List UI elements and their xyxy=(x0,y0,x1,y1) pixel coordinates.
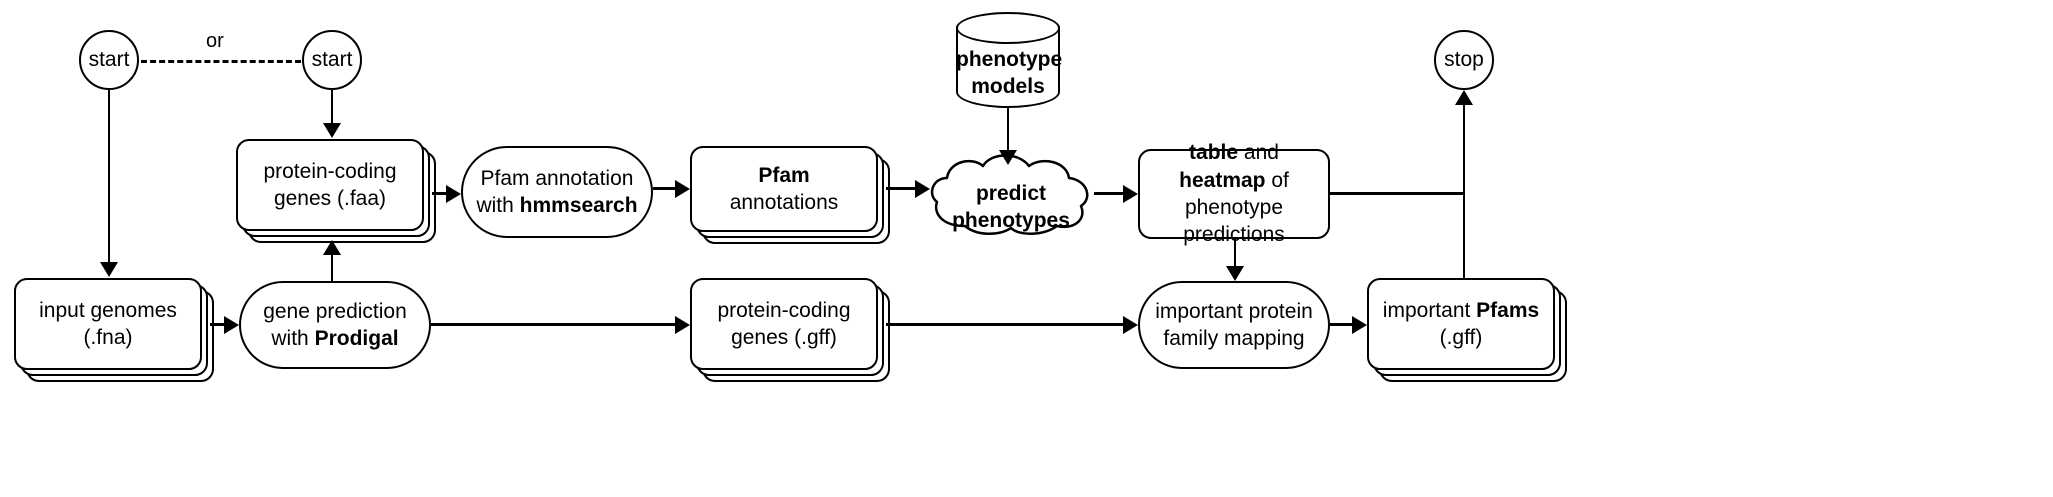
important-pfams-pre: important xyxy=(1382,298,1477,322)
predict-phenotypes-cloud[interactable]: predict phenotypes xyxy=(923,148,1099,238)
stack-layer-front: protein-coding genes (.gff) xyxy=(690,278,878,370)
stack-layer-front: protein-coding genes (.faa) xyxy=(236,139,424,231)
arrowhead-pfam-annotation-to-pfam-annotations xyxy=(675,180,690,198)
phenotype-models-label: phenotype models xyxy=(956,48,1063,99)
protein-faa-line1: protein-coding xyxy=(263,159,397,183)
stack-layer-front: Pfam annotations xyxy=(690,146,878,232)
arrowhead-gene-prediction-to-protein-faa xyxy=(323,240,341,255)
edge-predict-to-table-heatmap xyxy=(1094,192,1123,195)
edge-pfam-annotations-to-predict xyxy=(886,187,915,190)
edge-table-heatmap-to-family-mapping xyxy=(1233,239,1236,266)
edge-input-genomes-to-gene-prediction xyxy=(210,323,224,326)
pfam-annotations-bold: Pfam xyxy=(758,163,810,187)
pfam-annotations-node[interactable]: Pfam annotations xyxy=(690,146,890,244)
input-genomes-line2: (.fna) xyxy=(83,326,133,349)
pfam-annotation-line2-pre: with xyxy=(476,194,520,217)
table-bold: table xyxy=(1189,141,1239,165)
gene-prediction-line2-pre: with xyxy=(271,327,315,350)
predict-phenotypes-label: predict phenotypes xyxy=(952,182,1070,233)
arrowhead-family-mapping-to-important-pfams xyxy=(1352,316,1367,334)
edge-pfam-annotation-to-pfam-annotations xyxy=(653,187,675,190)
protein-faa-line2: genes (.faa) xyxy=(273,187,387,210)
important-pfams-line2: (.gff) xyxy=(1439,326,1483,349)
family-mapping-line1: important protein xyxy=(1155,299,1313,323)
edge-important-pfams-to-stop xyxy=(1462,105,1465,278)
gene-prediction-process[interactable]: gene prediction with Prodigal xyxy=(239,281,431,369)
family-mapping-process[interactable]: important protein family mapping xyxy=(1138,281,1330,369)
stack-layer-front: important Pfams (.gff) xyxy=(1367,278,1555,370)
arrowhead-phenotype-models-to-predict xyxy=(999,150,1017,165)
family-mapping-line2: family mapping xyxy=(1163,327,1305,350)
pfam-annotation-process[interactable]: Pfam annotation with hmmsearch xyxy=(461,146,653,238)
arrowhead-pfam-annotations-to-predict xyxy=(915,180,930,198)
edge-phenotype-models-to-predict xyxy=(1006,108,1009,150)
arrowhead-predict-to-table-heatmap xyxy=(1123,185,1138,203)
protein-gff-line2: genes (.gff) xyxy=(731,326,837,349)
heatmap-bold: heatmap xyxy=(1179,168,1266,192)
edge-start-left-to-input-genomes xyxy=(107,90,110,262)
table-heatmap-node[interactable]: table and heatmap of phenotype predictio… xyxy=(1138,141,1330,246)
or-edge-label: or xyxy=(200,30,230,53)
important-pfams-node[interactable]: important Pfams (.gff) xyxy=(1367,278,1567,382)
start-right-label: start xyxy=(311,48,353,71)
edge-family-mapping-to-important-pfams xyxy=(1330,323,1352,326)
arrowhead-protein-faa-to-pfam-annotation xyxy=(446,185,461,203)
stop-node[interactable]: stop xyxy=(1434,30,1494,90)
input-genomes-line1: input genomes xyxy=(39,298,177,322)
edge-gene-prediction-to-protein-faa xyxy=(330,255,333,281)
edge-gene-prediction-to-protein-gff xyxy=(431,323,675,326)
start-left-label: start xyxy=(88,48,130,71)
cloud-shape xyxy=(930,154,1089,235)
phenotype-models-datastore[interactable]: phenotype models xyxy=(956,12,1063,108)
stack-layer-front: input genomes (.fna) xyxy=(14,278,202,370)
arrowhead-gene-prediction-to-protein-gff xyxy=(675,316,690,334)
edge-protein-gff-to-family-mapping xyxy=(886,323,1123,326)
gene-prediction-line1: gene prediction xyxy=(263,299,407,323)
pfam-annotation-tool: hmmsearch xyxy=(519,194,638,217)
arrowhead-table-heatmap-to-family-mapping xyxy=(1226,266,1244,281)
important-pfams-bold: Pfams xyxy=(1476,298,1540,322)
gene-prediction-tool: Prodigal xyxy=(314,327,399,350)
protein-gff-line1: protein-coding xyxy=(717,298,851,322)
table-heatmap-line2: phenotype predictions xyxy=(1183,196,1285,247)
pfam-annotation-line1: Pfam annotation xyxy=(480,166,634,190)
arrowhead-start-left-to-input-genomes xyxy=(100,262,118,277)
or-dashed-connector xyxy=(141,60,301,63)
edge-start-right-to-protein-faa xyxy=(330,90,333,123)
stop-label: stop xyxy=(1444,48,1484,71)
protein-coding-genes-gff-node[interactable]: protein-coding genes (.gff) xyxy=(690,278,890,382)
cylinder-top-ellipse xyxy=(956,12,1060,44)
start-node-right[interactable]: start xyxy=(302,30,362,90)
arrowhead-table-heatmap-to-stop xyxy=(1455,90,1473,105)
arrowhead-start-right-to-protein-faa xyxy=(323,123,341,138)
protein-coding-genes-faa-node[interactable]: protein-coding genes (.faa) xyxy=(236,139,436,243)
input-genomes-node[interactable]: input genomes (.fna) xyxy=(14,278,214,382)
pfam-annotations-rest: annotations xyxy=(729,191,839,214)
arrowhead-input-genomes-to-gene-prediction xyxy=(224,316,239,334)
edge-protein-faa-to-pfam-annotation xyxy=(432,192,446,195)
start-node-left[interactable]: start xyxy=(79,30,139,90)
arrowhead-protein-gff-to-family-mapping xyxy=(1123,316,1138,334)
edge-table-heatmap-to-stop-horizontal xyxy=(1330,192,1464,195)
